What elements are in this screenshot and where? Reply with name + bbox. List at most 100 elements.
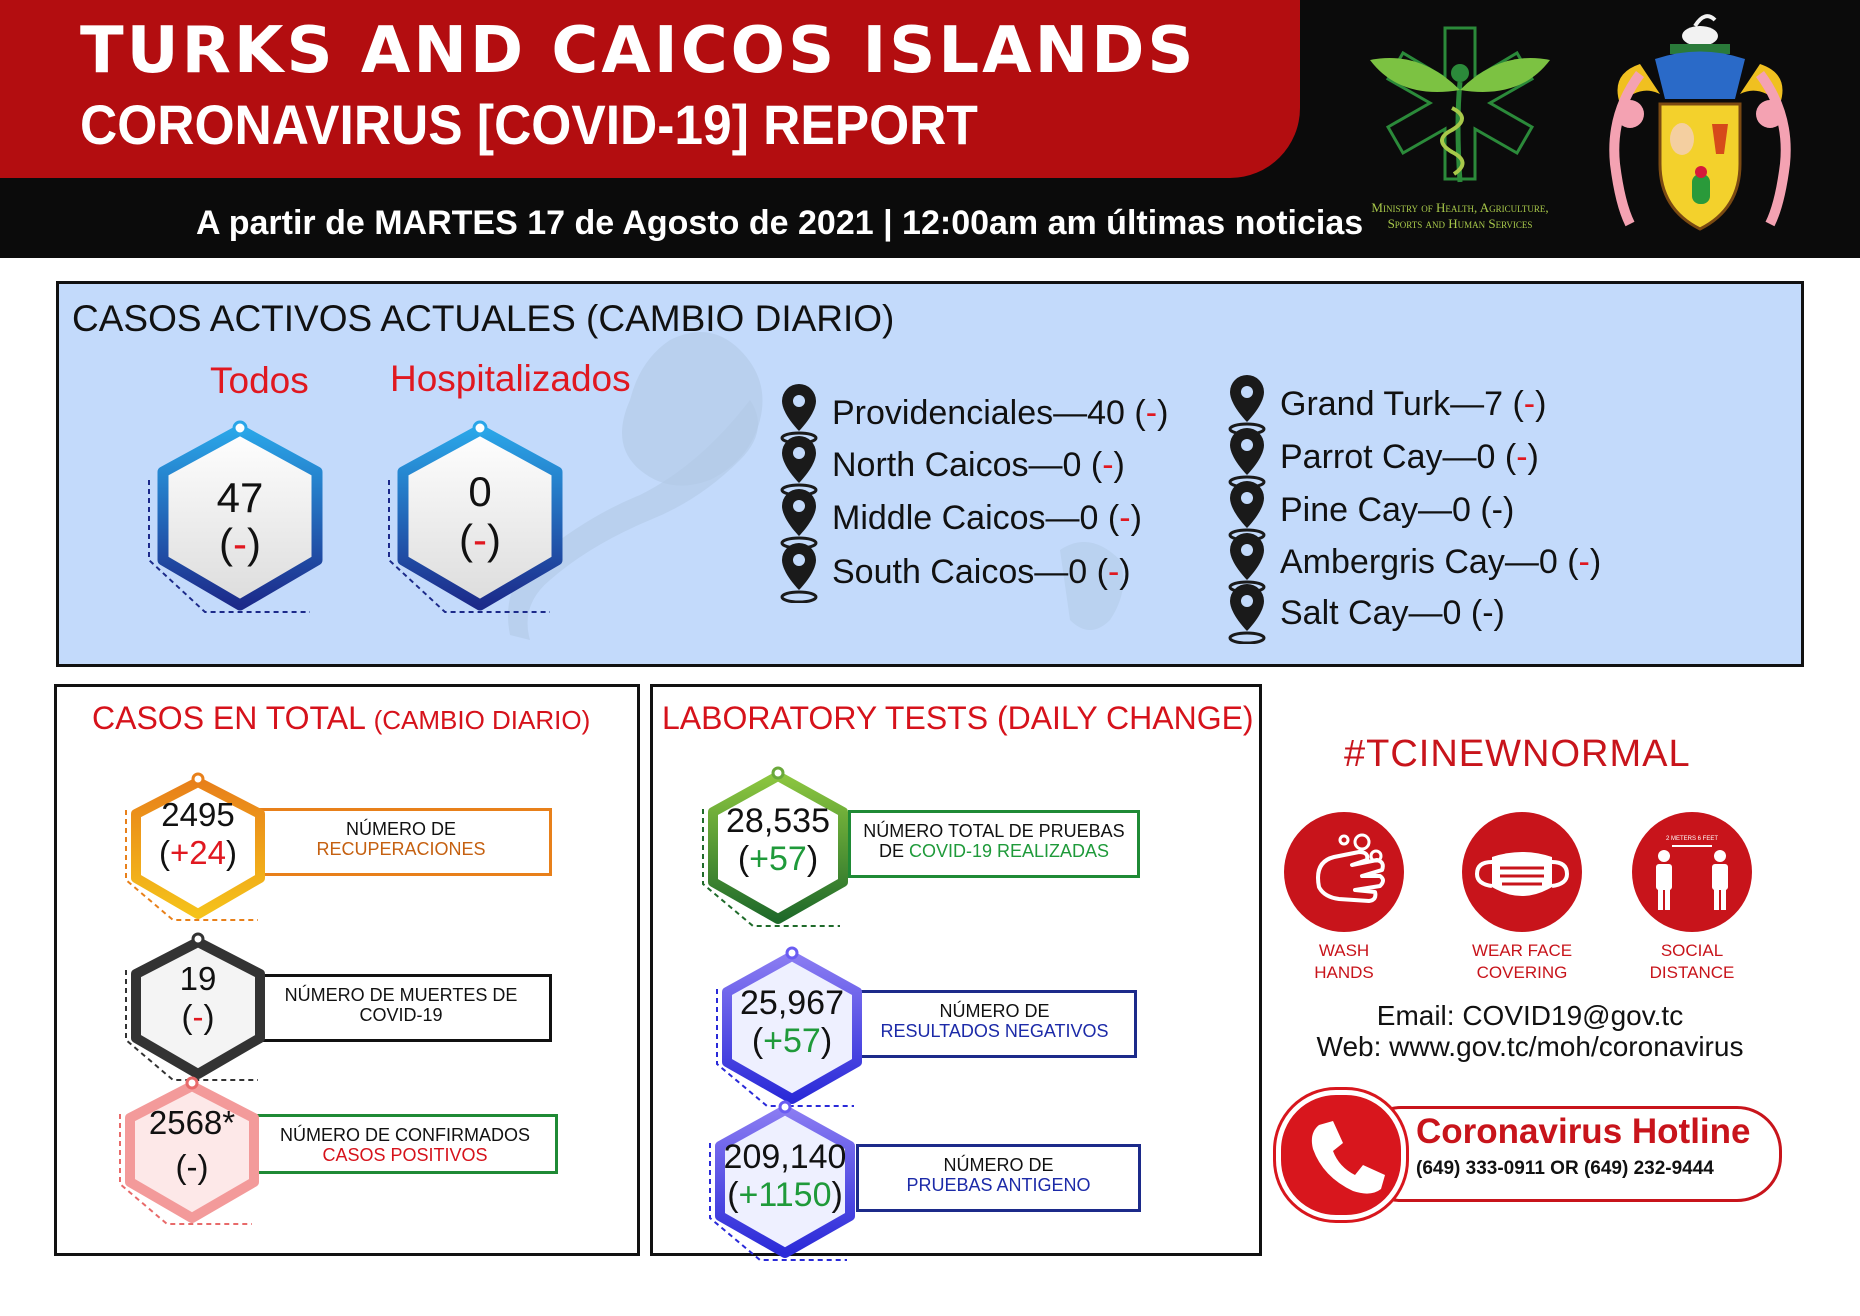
deaths-value: 19 <box>179 960 217 997</box>
location-name: Parrot Cay <box>1280 437 1443 476</box>
confirmed-value: 2568* <box>148 1104 236 1141</box>
hospitalized-change: (-) <box>459 516 501 563</box>
location-value: 0 <box>1062 445 1082 484</box>
location-text: Pine Cay—0 (-) <box>1280 490 1515 529</box>
location-change: - <box>1578 542 1590 581</box>
hex-blue-icon <box>148 420 323 613</box>
all-cases-badge: 47 (-) <box>145 420 335 620</box>
confirmed-change: (-) <box>175 1148 209 1185</box>
active-cases-title: CASOS ACTIVOS ACTUALES (CAMBIO DIARIO) <box>72 298 895 339</box>
location-change: - <box>1491 490 1503 529</box>
location-value: 0 <box>1068 552 1088 591</box>
location-text: Grand Turk—7 (-) <box>1280 384 1547 423</box>
negatives-label-line1: NÚMERO DE <box>939 1001 1050 1021</box>
location-text: Providenciales—40 (-) <box>832 393 1169 432</box>
face-mask-caption-line1: WEAR FACE <box>1471 941 1573 960</box>
hex-indigo-icon <box>716 946 862 1107</box>
location-name: North Caicos <box>832 445 1029 484</box>
location-change: - <box>1482 593 1494 632</box>
location-item: Providenciales—40 (-) <box>778 384 1169 444</box>
face-mask-caption-line2: COVERING <box>1476 963 1568 982</box>
total-tests-label-line1: NÚMERO TOTAL DE PRUEBAS <box>863 821 1125 841</box>
all-cases-label: Todos <box>210 360 309 401</box>
ministry-logo <box>1370 26 1550 183</box>
location-name: Salt Cay <box>1280 593 1409 632</box>
location-pin-icon <box>1228 533 1266 593</box>
recoveries-value: 2495 <box>161 796 235 833</box>
location-item: South Caicos—0 (-) <box>778 543 1168 603</box>
location-change: - <box>1102 445 1114 484</box>
location-item: Grand Turk—7 (-) <box>1226 375 1601 435</box>
recoveries-change-value: +24 <box>170 834 226 871</box>
page-title: TURKS AND CAICOS ISLANDS <box>80 14 1197 88</box>
location-text: Parrot Cay—0 (-) <box>1280 437 1539 476</box>
hex-blue-icon <box>388 420 563 613</box>
hospitalized-value: 0 <box>468 468 492 515</box>
location-text: Ambergris Cay—0 (-) <box>1280 542 1602 581</box>
wash-hands-icon <box>1284 812 1404 932</box>
phone-icon <box>1276 1090 1406 1220</box>
location-value: 0 <box>1451 490 1471 529</box>
location-pin-icon <box>1228 375 1266 435</box>
location-change: - <box>1107 552 1120 591</box>
confirmed-label-line2: CASOS POSITIVOS <box>322 1145 488 1165</box>
distance-note: 2 METERS 6 FEET <box>1666 836 1718 842</box>
hex-gray-icon <box>125 932 265 1081</box>
confirmed-label-line1: NÚMERO DE CONFIRMADOS <box>279 1125 530 1145</box>
contact-web[interactable]: Web: www.gov.tc/moh/coronavirus <box>1316 1031 1744 1062</box>
hotline-banner[interactable]: Coronavirus Hotline (649) 333-0911 OR (6… <box>1276 1090 1786 1220</box>
all-cases-change: (-) <box>219 520 261 567</box>
location-name: Grand Turk <box>1280 384 1451 423</box>
social-distance-caption-line2: DISTANCE <box>1649 963 1735 982</box>
location-name: Providenciales <box>832 393 1054 432</box>
ministry-name: Ministry of Health, Agriculture, Sports … <box>1340 200 1580 232</box>
location-pin-icon <box>780 489 818 549</box>
location-item: Middle Caicos—0 (-) <box>778 489 1168 549</box>
coat-of-arms-icon <box>1609 14 1791 231</box>
hotline-pill <box>1356 1106 1782 1202</box>
location-name: Ambergris Cay <box>1280 542 1505 581</box>
location-value: 0 <box>1538 542 1558 581</box>
active-cases-panel <box>56 281 1804 667</box>
all-cases-change-value: - <box>233 520 247 567</box>
confirmed-label-box: NÚMERO DE CONFIRMADOS CASOS POSITIVOS <box>252 1114 558 1174</box>
hospitalized-label: Hospitalizados <box>390 358 631 399</box>
location-item: Salt Cay—0 (-) <box>1226 584 1601 644</box>
location-change: - <box>1119 498 1131 537</box>
location-pin-icon <box>1228 428 1266 488</box>
hex-green-icon <box>702 766 848 927</box>
antigen-change-value: +1150 <box>738 1176 832 1214</box>
negatives-value: 25,967 <box>740 984 844 1022</box>
recoveries-label-line2: RECUPERACIONES <box>316 839 486 859</box>
total-tests-label-line2: DE COVID-19 REALIZADAS <box>851 841 1137 861</box>
lab-tests-title: LABORATORY TESTS (DAILY CHANGE) <box>662 700 1254 736</box>
location-text: South Caicos—0 (-) <box>832 552 1131 591</box>
negatives-label-line2: RESULTADOS NEGATIVOS <box>880 1021 1109 1041</box>
ministry-line-1: Ministry of Health, Agriculture, <box>1371 200 1549 215</box>
locations-left: Providenciales—40 (-) North Caicos—0 (-)… <box>778 384 1169 603</box>
hex-indigo-icon <box>709 1100 855 1261</box>
location-item: Parrot Cay—0 (-) <box>1226 428 1601 488</box>
total-tests-label-highlight: COVID-19 REALIZADAS <box>908 841 1110 861</box>
antigen-label-line2: PRUEBAS ANTIGENO <box>906 1175 1091 1195</box>
report-date: A partir de MARTES 17 de Agosto de 2021 … <box>196 204 1364 242</box>
hashtag: #TCINEWNORMAL <box>1344 733 1691 775</box>
face-mask-glyph-icon <box>1474 852 1570 896</box>
antigen-change: (+1150) <box>727 1176 843 1214</box>
location-change: - <box>1145 393 1158 432</box>
location-name: Pine Cay <box>1280 490 1418 529</box>
hotline-title: Coronavirus Hotline <box>1416 1112 1751 1151</box>
location-pin-icon <box>1228 584 1266 644</box>
contact-email[interactable]: Email: COVID19@gov.tc <box>1376 1000 1684 1031</box>
antigen-label-box: NÚMERO DE PRUEBAS ANTIGENO <box>856 1144 1141 1212</box>
total-cases-title: CASOS EN TOTAL (CAMBIO DIARIO) <box>92 700 590 737</box>
antigen-value: 209,140 <box>723 1138 847 1176</box>
location-value: 0 <box>1442 593 1462 632</box>
deaths-change-value: - <box>192 998 204 1035</box>
face-mask-icon <box>1462 812 1582 932</box>
location-value: 40 <box>1087 393 1125 432</box>
negatives-label-box: NÚMERO DE RESULTADOS NEGATIVOS <box>852 990 1137 1058</box>
recoveries-label-line1: NÚMERO DE <box>345 819 456 839</box>
location-text: Salt Cay—0 (-) <box>1280 593 1505 632</box>
total-tests-value: 28,535 <box>726 802 830 840</box>
